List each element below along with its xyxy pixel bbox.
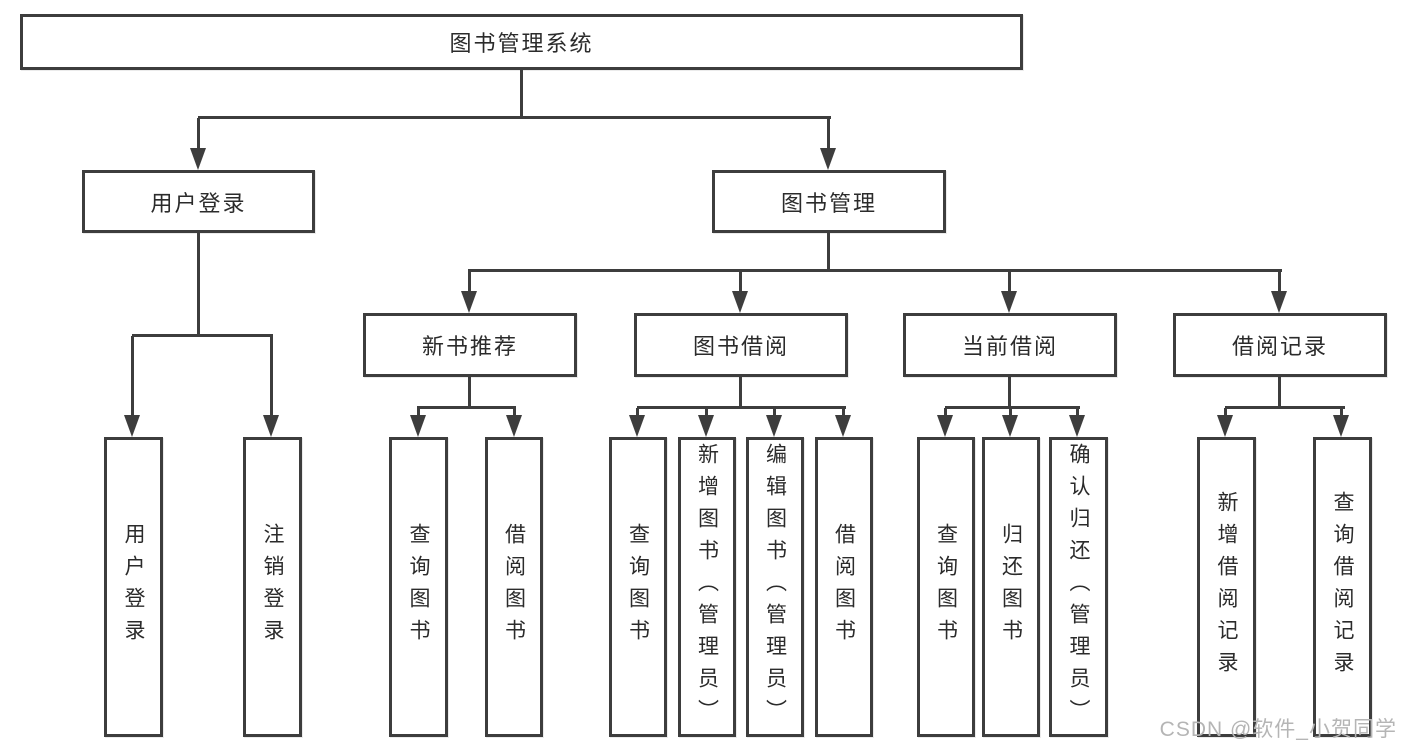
node-nb-borrow-books-label: 借阅图书 bbox=[502, 523, 526, 651]
node-login: 用户登录 bbox=[104, 437, 163, 737]
connector-root-stem bbox=[520, 70, 523, 118]
node-new-book-recommend: 新书推荐 bbox=[363, 313, 577, 377]
arrow-to-bb-borrow-books bbox=[835, 408, 852, 437]
node-nb-borrow-books: 借阅图书 bbox=[485, 437, 543, 737]
node-cb-return-books: 归还图书 bbox=[982, 437, 1040, 737]
arrow-to-br-query-record bbox=[1333, 408, 1350, 437]
connector-root-bus bbox=[198, 116, 831, 119]
node-bb-query-books-label: 查询图书 bbox=[626, 523, 650, 651]
node-root: 图书管理系统 bbox=[20, 14, 1023, 70]
arrow-to-book-management bbox=[820, 118, 837, 170]
node-bb-add-books-label: 新增图书（管理员） bbox=[695, 443, 719, 731]
node-current-borrowing-label: 当前借阅 bbox=[961, 334, 1058, 359]
node-user-login-label: 用户登录 bbox=[150, 190, 247, 216]
node-nb-query-books: 查询图书 bbox=[389, 437, 448, 737]
arrow-to-cb-return-books bbox=[1002, 408, 1019, 437]
arrow-to-bb-edit-books bbox=[766, 408, 783, 437]
node-bb-query-books: 查询图书 bbox=[609, 437, 667, 737]
connector-new-book-stem bbox=[468, 377, 471, 408]
node-bb-borrow-books-label: 借阅图书 bbox=[832, 523, 856, 651]
node-borrowing-records: 借阅记录 bbox=[1173, 313, 1387, 377]
node-bb-borrow-books: 借阅图书 bbox=[815, 437, 873, 737]
arrow-to-logout bbox=[263, 336, 280, 437]
arrow-to-nb-query-books bbox=[410, 408, 427, 437]
node-cb-confirm-return-label: 确认归还（管理员） bbox=[1067, 443, 1090, 731]
node-bb-edit-books: 编辑图书（管理员） bbox=[746, 437, 804, 737]
arrow-to-bb-query-books bbox=[629, 408, 646, 437]
connector-user-login-stem bbox=[197, 233, 200, 336]
connector-book-borrowing-stem bbox=[739, 377, 742, 408]
arrow-to-bb-add-books bbox=[698, 408, 715, 437]
csdn-watermark: CSDN @软件_小贺同学 bbox=[1159, 718, 1397, 741]
node-book-borrowing-label: 图书借阅 bbox=[692, 334, 789, 359]
node-login-label: 用户登录 bbox=[122, 523, 145, 651]
arrow-to-new-book-recommend bbox=[461, 271, 478, 313]
node-bb-edit-books-label: 编辑图书（管理员） bbox=[763, 443, 787, 731]
node-cb-confirm-return: 确认归还（管理员） bbox=[1049, 437, 1108, 737]
node-br-query-record-label: 查询借阅记录 bbox=[1331, 491, 1354, 683]
connector-book-management-stem bbox=[827, 233, 830, 271]
arrow-to-cb-query-books bbox=[937, 408, 954, 437]
connector-new-book-bus bbox=[417, 406, 516, 409]
arrow-to-cb-confirm-return bbox=[1069, 408, 1086, 437]
arrow-to-br-add-record bbox=[1217, 408, 1234, 437]
connector-current-borrowing-bus bbox=[945, 406, 1080, 409]
node-br-add-record: 新增借阅记录 bbox=[1197, 437, 1256, 737]
node-borrowing-records-label: 借阅记录 bbox=[1231, 334, 1328, 359]
connector-borrowing-records-bus bbox=[1225, 406, 1345, 409]
node-root-label: 图书管理系统 bbox=[449, 31, 594, 56]
node-nb-query-books-label: 查询图书 bbox=[407, 523, 430, 651]
arrow-to-nb-borrow-books bbox=[506, 408, 523, 437]
node-cb-query-books-label: 查询图书 bbox=[934, 523, 958, 651]
connector-borrowing-records-stem bbox=[1278, 377, 1281, 408]
node-logout-label: 注销登录 bbox=[261, 523, 284, 651]
connector-current-borrowing-stem bbox=[1008, 377, 1011, 408]
node-new-book-recommend-label: 新书推荐 bbox=[421, 334, 518, 359]
node-cb-query-books: 查询图书 bbox=[917, 437, 975, 737]
arrow-to-book-borrowing bbox=[732, 271, 749, 313]
connector-book-borrowing-bus bbox=[637, 406, 846, 409]
node-book-management-label: 图书管理 bbox=[780, 190, 877, 216]
node-book-management: 图书管理 bbox=[712, 170, 946, 233]
node-br-query-record: 查询借阅记录 bbox=[1313, 437, 1372, 737]
connector-user-login-bus bbox=[132, 334, 273, 337]
node-br-add-record-label: 新增借阅记录 bbox=[1215, 491, 1238, 683]
node-logout: 注销登录 bbox=[243, 437, 302, 737]
arrow-to-user-login bbox=[190, 118, 207, 170]
node-current-borrowing: 当前借阅 bbox=[903, 313, 1117, 377]
node-book-borrowing: 图书借阅 bbox=[634, 313, 848, 377]
connector-book-management-bus bbox=[468, 269, 1282, 272]
node-bb-add-books: 新增图书（管理员） bbox=[678, 437, 736, 737]
node-user-login: 用户登录 bbox=[82, 170, 315, 233]
arrow-to-borrowing-records bbox=[1271, 271, 1288, 313]
arrow-to-login bbox=[124, 336, 141, 437]
node-cb-return-books-label: 归还图书 bbox=[999, 523, 1023, 651]
arrow-to-current-borrowing bbox=[1001, 271, 1018, 313]
